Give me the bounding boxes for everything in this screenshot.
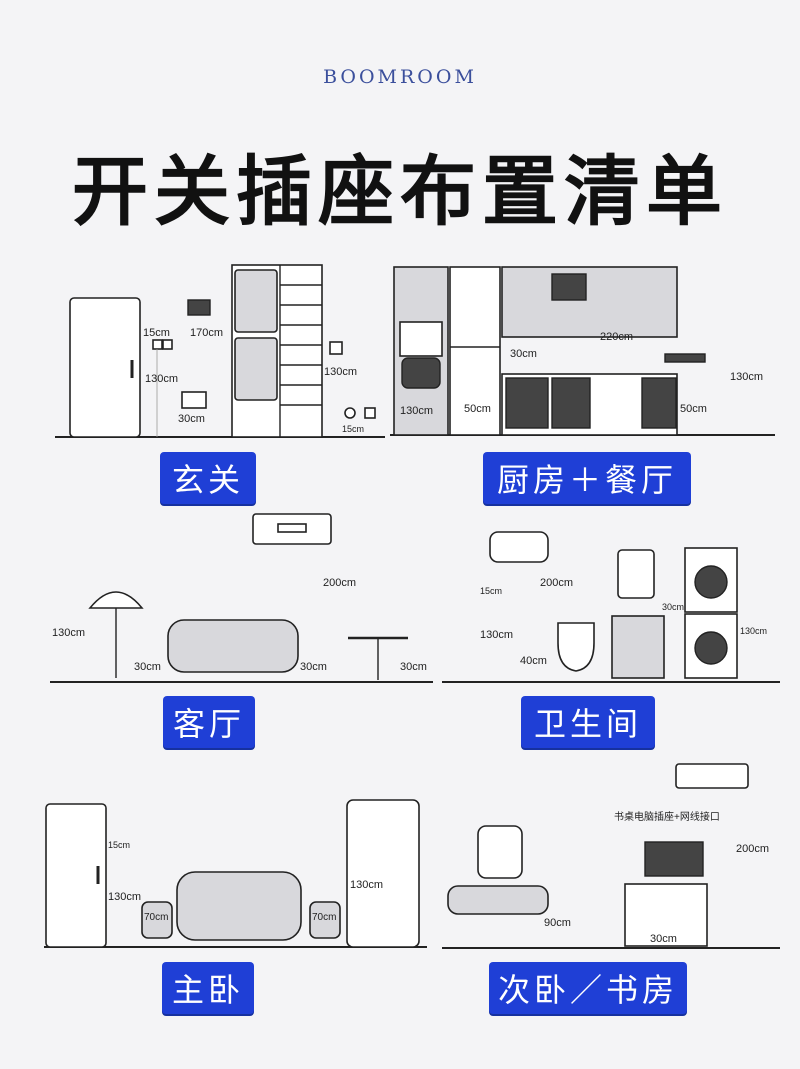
dim-130cm-b2: 130cm [740,626,767,636]
dim-30cm-l1: 30cm [134,661,161,673]
dim-130cm-m: 130cm [108,891,141,903]
mirror-icon [617,549,655,599]
dim-70cm-b: 70cm [312,912,336,923]
wardrobe-right-icon [346,799,420,948]
door-icon [69,297,141,438]
dim-220cm: 220cm [600,331,633,343]
dim-30cm-l2: 30cm [300,661,327,673]
entrance-label[interactable]: 玄关 [160,452,256,504]
dim-200cm-s: 200cm [736,843,769,855]
dim-15cm-m: 15cm [108,840,130,850]
dim-200cm-l: 200cm [323,577,356,589]
entrance-diagram: 15cm 130cm 170cm 30cm 130cm 15cm [50,260,390,445]
dim-130cm-b: 130cm [480,629,513,641]
dim-15cm-b: 15cm [342,424,364,434]
dim-15cm: 15cm [143,327,170,339]
brand-logo: BOOMROOM [323,66,477,88]
dim-30cm-k: 30cm [510,348,537,360]
panel-icon [187,299,211,316]
desk-outlet-note: 书桌电脑插座+网线接口 [614,810,720,823]
master-label[interactable]: 主卧 [162,962,254,1014]
page-title: 开关插座布置清单 [72,147,728,236]
dim-200cm-b: 200cm [540,577,573,589]
dim-30cm-b: 30cm [662,602,684,612]
master-diagram: 15cm 130cm 70cm 70cm 130cm [42,792,432,952]
dim-130cm-k: 130cm [400,405,433,417]
ac-icon-2 [675,763,749,789]
water-heater-icon [489,531,549,563]
dim-50cm-b: 50cm [680,403,707,415]
vanity-icon [611,615,665,679]
bathroom-diagram: 200cm 15cm 130cm 40cm 30cm 130cm [440,528,785,688]
dresser-icon [447,885,549,915]
lamp-icon [88,591,144,609]
living-diagram: 200cm 130cm 30cm 30cm 30cm [48,508,438,688]
fridge-icon [449,266,501,436]
dim-130cm-k2: 130cm [730,371,763,383]
dim-130cm: 130cm [145,373,178,385]
desk-icon [624,883,708,947]
bed-icon [176,871,302,941]
monitor-icon [644,841,704,877]
bathroom-label[interactable]: 卫生间 [521,696,655,748]
living-label[interactable]: 客厅 [163,696,255,748]
dim-70cm-a: 70cm [144,912,168,923]
washer-icon [684,613,738,679]
sink-icon [664,353,706,363]
second-diagram: 书桌电脑插座+网线接口 200cm 90cm 30cm [440,760,785,955]
dim-30cm-s: 30cm [650,933,677,945]
dim-130cm-l: 130cm [52,627,85,639]
sofa-icon [167,619,299,673]
dim-130cm-b: 130cm [324,366,357,378]
dim-90cm: 90cm [544,917,571,929]
wardrobe-icon [45,803,107,948]
dim-30cm: 30cm [178,413,205,425]
dim-130cm-m2: 130cm [350,879,383,891]
upper-cabinet-icon [501,266,678,338]
dim-170cm: 170cm [190,327,223,339]
dim-30cm-l3: 30cm [400,661,427,673]
kitchen-diagram: 130cm 50cm 30cm 220cm 50cm 130cm [390,262,780,442]
mirror-icon-2 [477,825,523,879]
dim-15cm-b: 15cm [480,586,502,596]
dim-40cm: 40cm [520,655,547,667]
toilet-icon [557,622,595,672]
kitchen-label[interactable]: 厨房＋餐厅 [483,452,691,504]
dim-50cm-a: 50cm [464,403,491,415]
second-label[interactable]: 次卧／书房 [489,962,687,1014]
